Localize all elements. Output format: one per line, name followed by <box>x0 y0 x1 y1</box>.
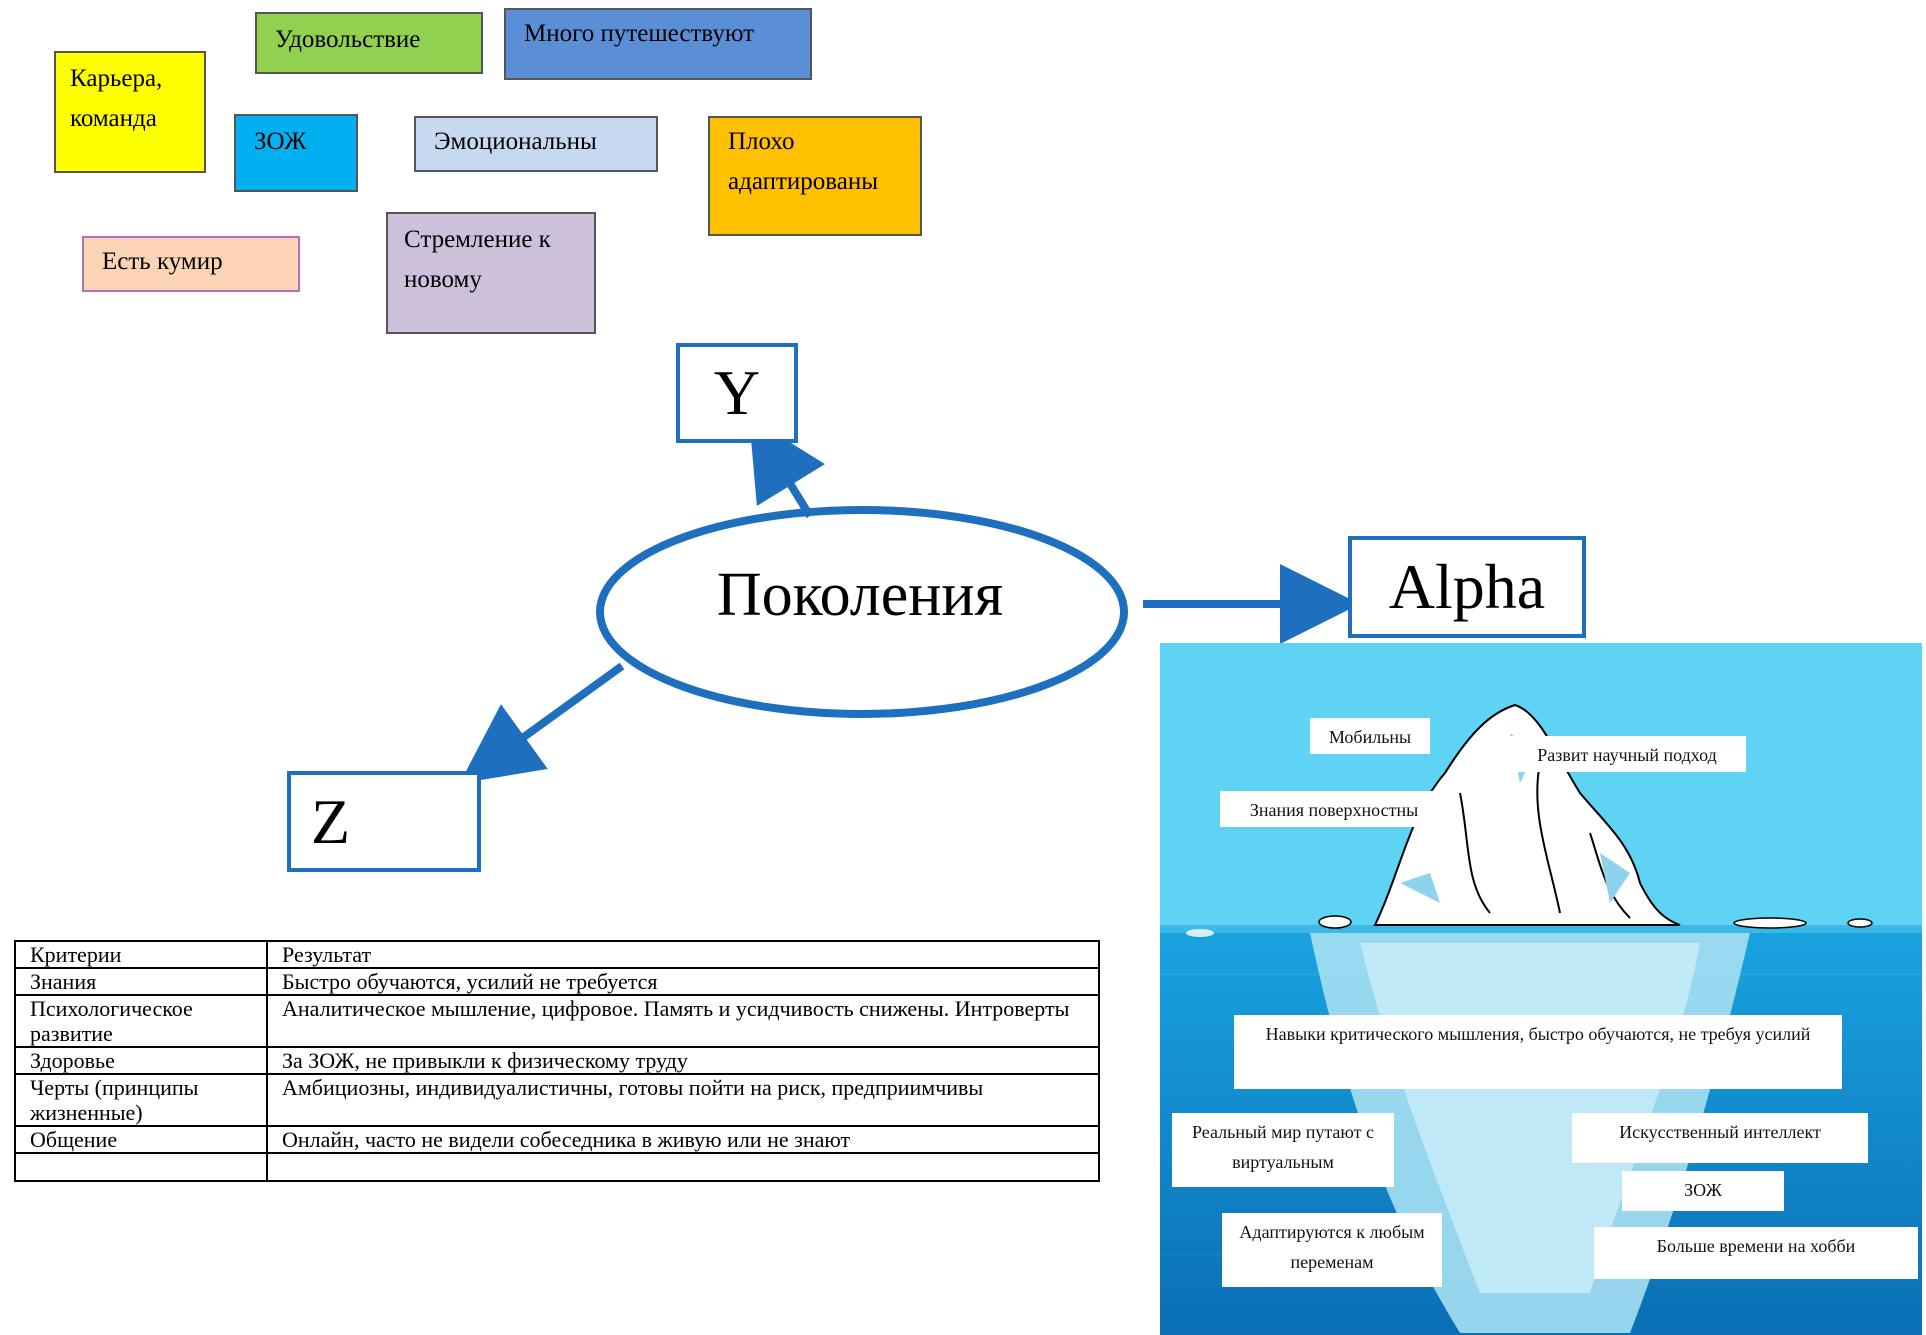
iceberg-label-scientific: Развит научный подход <box>1508 736 1746 772</box>
sticky-novelty: Стремление к новому <box>386 212 596 334</box>
sticky-emotional: Эмоциональны <box>414 116 658 172</box>
gen-y-box: Y <box>676 343 798 443</box>
table-cell: Знания <box>14 967 268 996</box>
iceberg-label-mobile: Мобильны <box>1310 718 1430 754</box>
table-row <box>14 1152 1100 1182</box>
iceberg-label-critical: Навыки критического мышления, быстро обу… <box>1234 1015 1842 1089</box>
table-row: Психологическое развитие Аналитическое м… <box>14 994 1100 1048</box>
iceberg-label-hobby: Больше времени на хобби <box>1594 1227 1918 1279</box>
center-label: Поколения <box>716 560 1004 629</box>
table-cell: Черты (принципы жизненные) <box>14 1073 268 1127</box>
table-row: Знания Быстро обучаются, усилий не требу… <box>14 967 1100 996</box>
iceberg-label-healthy: ЗОЖ <box>1622 1171 1784 1211</box>
gen-alpha-box: Alpha <box>1348 536 1586 638</box>
table-cell: Психологическое развитие <box>14 994 268 1048</box>
table-header-cell: Критерии <box>14 940 268 969</box>
table-cell: За ЗОЖ, не привыкли к физическому труду <box>266 1046 1100 1075</box>
iceberg-label-virtual: Реальный мир путают с виртуальным <box>1172 1113 1394 1187</box>
sticky-healthy: ЗОЖ <box>234 114 358 192</box>
gen-z-box: Z <box>287 771 481 872</box>
iceberg-label-adapt: Адаптируются к любым переменам <box>1222 1213 1442 1287</box>
table-cell: Амбициозны, индивидуалистичны, готовы по… <box>266 1073 1100 1127</box>
sticky-poorly-adapted: Плохо адаптированы <box>708 116 922 236</box>
sticky-travel: Много путешествуют <box>504 8 812 80</box>
table-cell: Быстро обучаются, усилий не требуется <box>266 967 1100 996</box>
arrow-to-y <box>749 416 826 519</box>
table-cell <box>266 1152 1100 1182</box>
arrow-to-z <box>459 662 625 784</box>
center-ellipse <box>596 506 1128 718</box>
table-header-cell: Результат <box>266 940 1100 969</box>
table-header-row: Критерии Результат <box>14 940 1100 969</box>
iceberg-label-superficial: Знания поверхностны <box>1220 791 1448 827</box>
table-cell: Онлайн, часто не видели собеседника в жи… <box>266 1125 1100 1154</box>
table-cell: Здоровье <box>14 1046 268 1075</box>
table-cell: Аналитическое мышление, цифровое. Память… <box>266 994 1100 1048</box>
table-row: Общение Онлайн, часто не видели собеседн… <box>14 1125 1100 1154</box>
criteria-table: Критерии Результат Знания Быстро обучают… <box>14 940 1100 1182</box>
sticky-pleasure: Удовольствие <box>255 12 483 74</box>
iceberg-label-ai: Искусственный интеллект <box>1572 1113 1868 1163</box>
table-row: Здоровье За ЗОЖ, не привыкли к физическо… <box>14 1046 1100 1075</box>
iceberg-illustration: Мобильны Развит научный подход Знания по… <box>1160 643 1922 1335</box>
sticky-idol: Есть кумир <box>82 236 300 292</box>
table-cell: Общение <box>14 1125 268 1154</box>
table-row: Черты (принципы жизненные) Амбициозны, и… <box>14 1073 1100 1127</box>
table-cell <box>14 1152 268 1182</box>
sticky-career: Карьера, команда <box>54 51 206 173</box>
